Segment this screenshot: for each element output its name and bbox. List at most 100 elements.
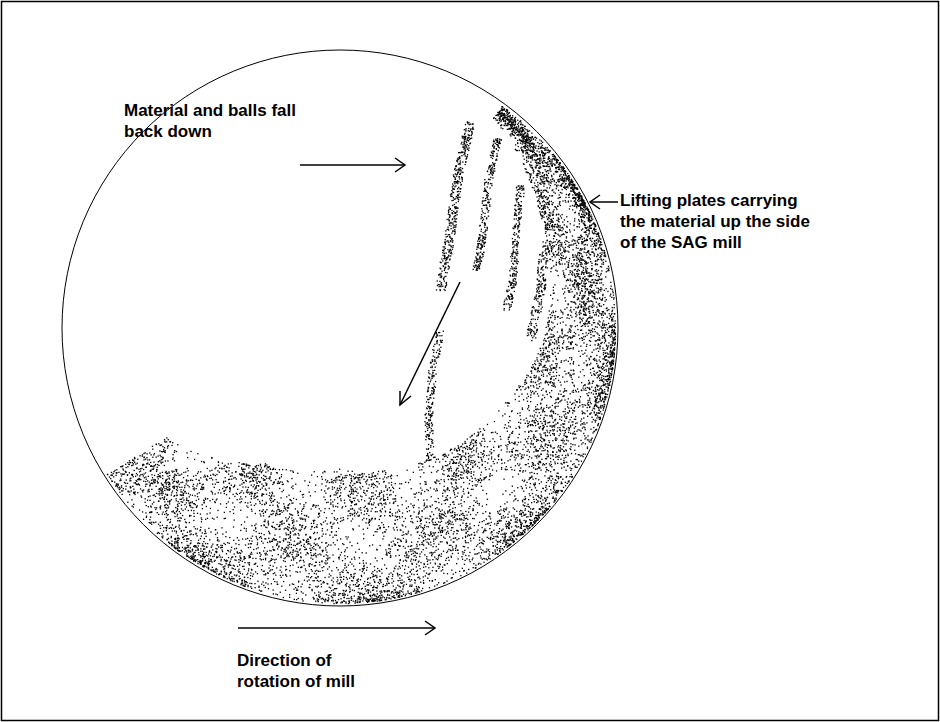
material-dot xyxy=(344,477,345,478)
material-dot xyxy=(561,193,562,194)
material-dot xyxy=(172,454,173,455)
material-dot xyxy=(539,383,540,384)
material-dot xyxy=(308,573,309,574)
material-dot xyxy=(368,477,369,478)
material-dot xyxy=(601,377,602,378)
material-dot xyxy=(574,287,575,288)
material-dot xyxy=(151,480,152,481)
material-dot xyxy=(231,547,232,548)
material-dot xyxy=(432,546,433,547)
material-dot xyxy=(308,541,309,542)
material-dot xyxy=(489,468,490,469)
material-dot xyxy=(557,414,558,415)
material-dot xyxy=(257,468,258,469)
material-dot xyxy=(428,526,429,527)
material-dot xyxy=(578,259,579,260)
material-dot xyxy=(425,507,426,508)
material-dot xyxy=(497,120,498,121)
material-dot xyxy=(504,427,505,428)
material-dot xyxy=(504,533,505,534)
material-dot xyxy=(547,453,548,454)
material-dot xyxy=(383,478,384,479)
material-dot xyxy=(281,523,282,524)
material-dot xyxy=(211,552,212,553)
material-dot xyxy=(316,570,317,571)
material-dot xyxy=(524,389,525,390)
material-dot xyxy=(416,564,417,565)
material-dot xyxy=(257,544,258,545)
material-dot xyxy=(548,440,549,441)
material-dot xyxy=(197,496,198,497)
material-dot xyxy=(552,429,553,430)
material-dot xyxy=(445,513,446,514)
material-dot xyxy=(311,564,312,565)
material-dot xyxy=(337,488,338,489)
material-dot xyxy=(373,502,374,503)
material-dot xyxy=(601,282,602,283)
material-dot xyxy=(216,482,217,483)
material-dot xyxy=(560,192,561,193)
material-dot xyxy=(517,437,518,438)
material-dot xyxy=(565,200,566,201)
material-dot xyxy=(572,391,573,392)
material-dot xyxy=(443,479,444,480)
material-dot xyxy=(518,531,519,532)
material-dot xyxy=(353,565,354,566)
material-dot xyxy=(454,448,455,449)
material-dot xyxy=(421,516,422,517)
material-dot xyxy=(331,513,332,514)
material-dot xyxy=(606,268,607,269)
material-dot xyxy=(435,508,436,509)
material-dot xyxy=(597,415,598,416)
material-dot xyxy=(599,348,600,349)
material-dot xyxy=(365,506,366,507)
material-dot xyxy=(321,560,322,561)
material-dot xyxy=(248,547,249,548)
material-dot xyxy=(166,530,167,531)
material-dot xyxy=(361,499,362,500)
material-dot xyxy=(424,491,425,492)
material-dot xyxy=(447,531,448,532)
material-dot xyxy=(566,462,567,463)
material-dot xyxy=(334,494,335,495)
material-dot xyxy=(375,587,376,588)
material-dot xyxy=(556,372,557,373)
material-dot xyxy=(535,478,536,479)
material-dot xyxy=(256,479,257,480)
material-dot xyxy=(439,518,440,519)
material-dot xyxy=(246,574,247,575)
material-dot xyxy=(239,564,240,565)
material-dot xyxy=(541,445,542,446)
material-dot xyxy=(561,259,562,260)
material-dot xyxy=(588,404,589,405)
material-dot xyxy=(279,524,280,525)
material-dot xyxy=(576,345,577,346)
material-dot xyxy=(574,184,575,185)
material-dot xyxy=(463,515,464,516)
material-dot xyxy=(125,489,126,490)
material-dot xyxy=(393,585,394,586)
material-dot xyxy=(192,480,193,481)
material-dot xyxy=(541,407,542,408)
material-dot xyxy=(311,555,312,556)
material-dot xyxy=(164,465,165,466)
material-dot xyxy=(166,517,167,518)
material-dot xyxy=(188,545,189,546)
material-dot xyxy=(429,580,430,581)
material-dot xyxy=(588,294,589,295)
material-dot xyxy=(166,486,167,487)
material-dot xyxy=(293,519,294,520)
material-dot xyxy=(440,518,441,519)
material-dot xyxy=(555,363,556,364)
material-dot xyxy=(555,356,556,357)
material-dot xyxy=(528,148,529,149)
material-dot xyxy=(569,208,570,209)
material-dot xyxy=(193,520,194,521)
material-dot xyxy=(602,368,603,369)
material-dot xyxy=(528,436,529,437)
material-dot xyxy=(277,514,278,515)
material-dot xyxy=(211,478,212,479)
material-dot xyxy=(207,468,208,469)
material-dot xyxy=(575,326,576,327)
material-dot xyxy=(555,437,556,438)
